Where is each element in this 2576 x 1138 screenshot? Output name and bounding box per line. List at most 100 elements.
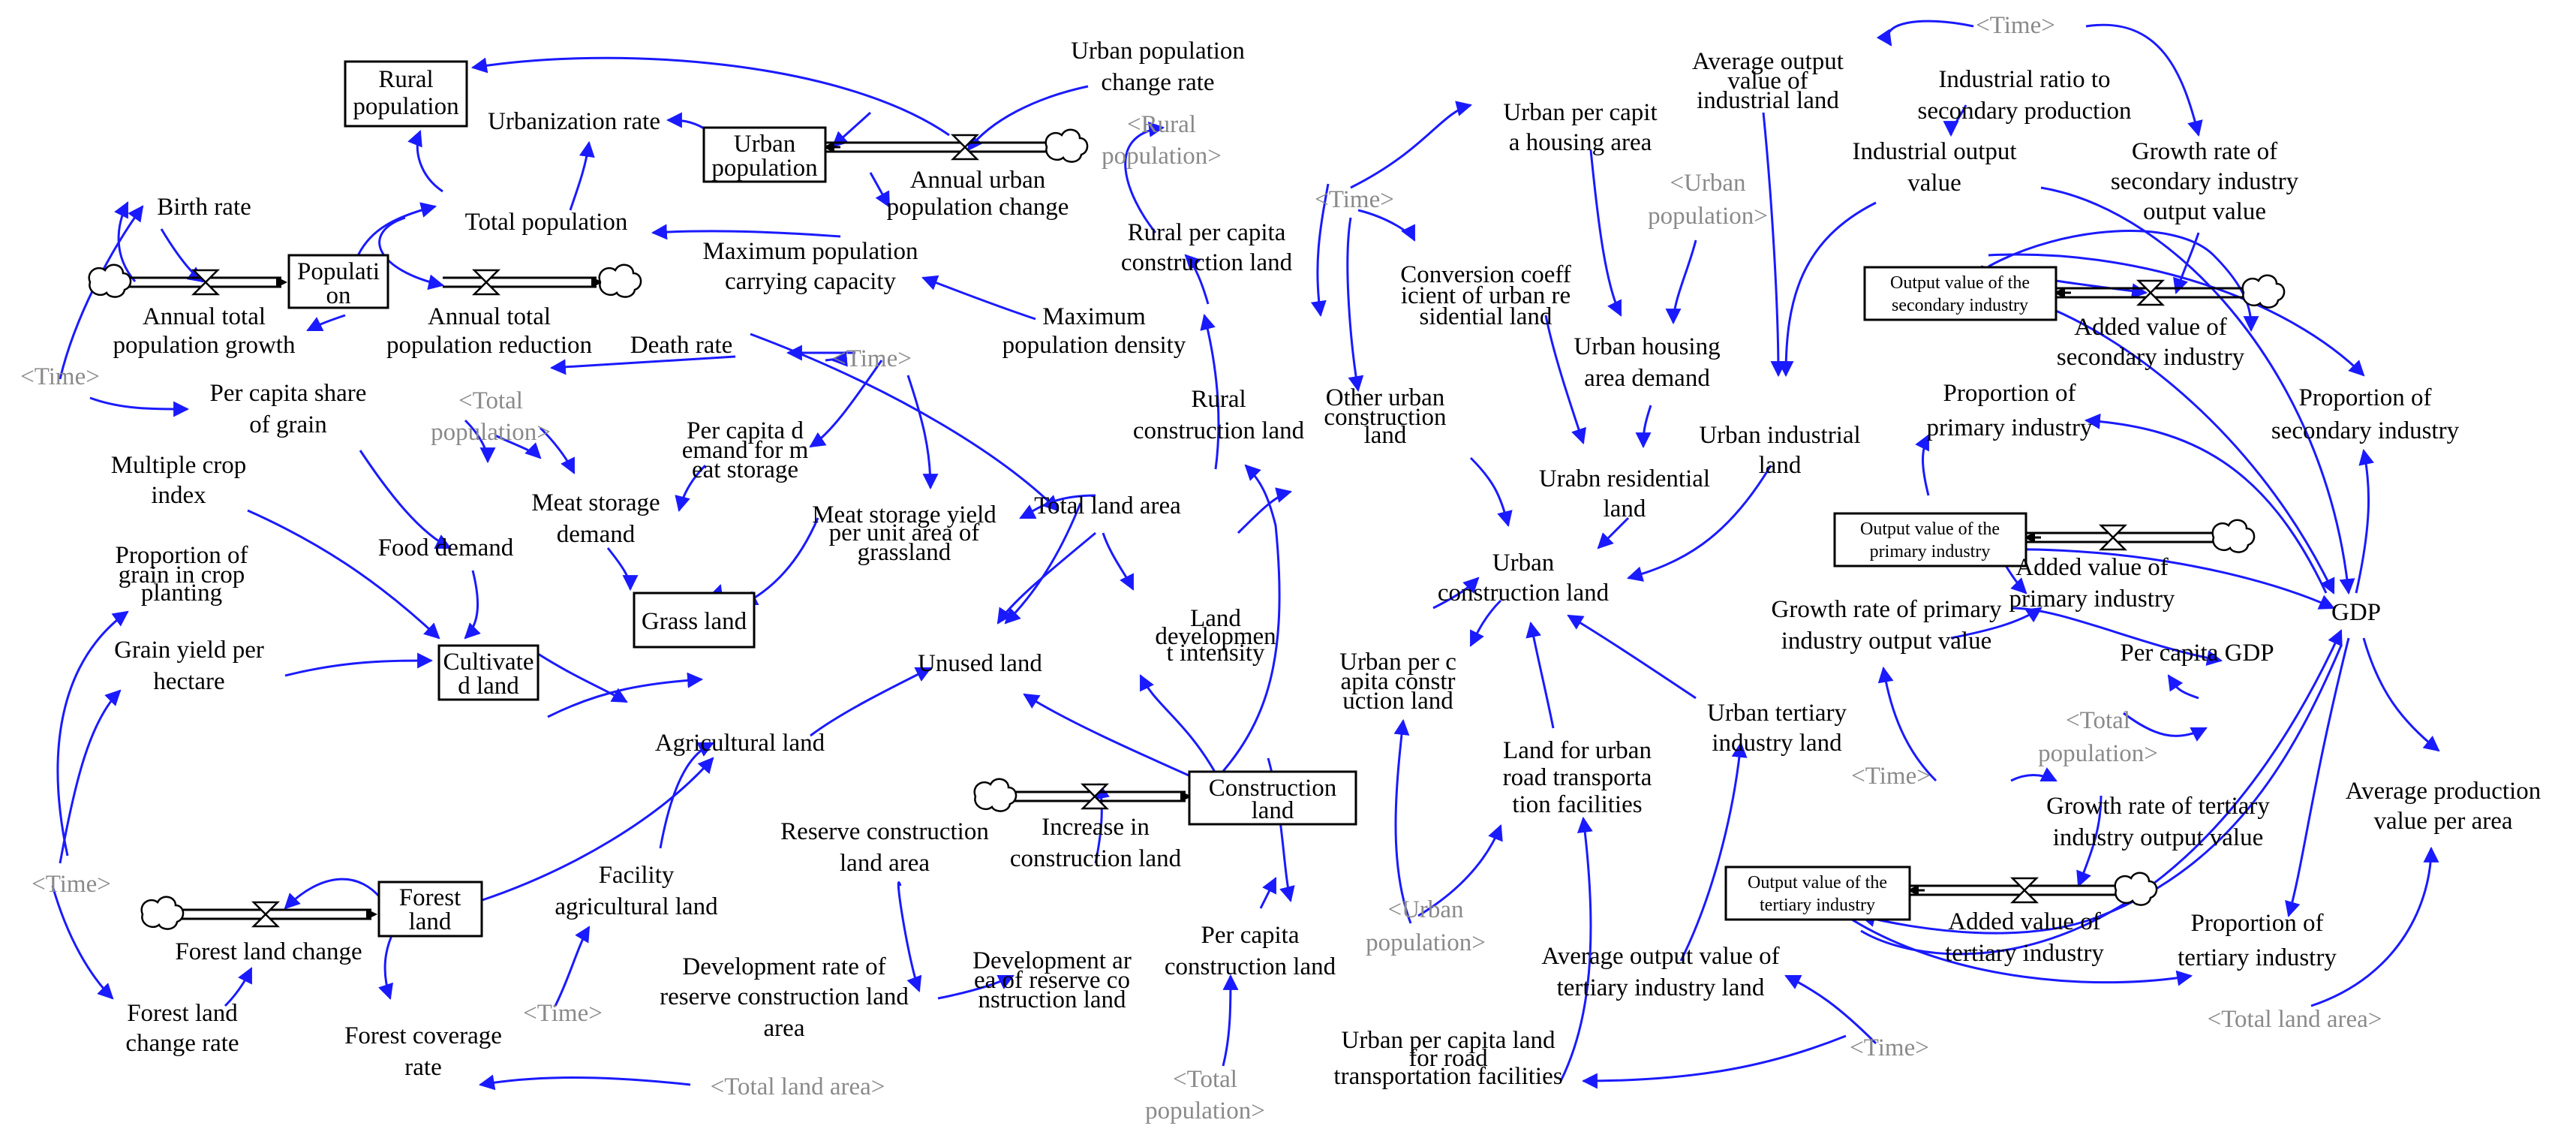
var-food-demand: Food demand [378,534,514,561]
valve-icon [2136,279,2166,306]
var-unused-land: Unused land [918,650,1042,677]
valve-icon [2009,877,2039,904]
stock-grass-land: Grass land [642,608,747,635]
cloud-icon [2114,872,2158,906]
var-urbanization-rate: Urbanization rate [488,108,660,135]
shadow-time: <Time> [1976,12,2055,39]
shadow-time: <Time> [20,363,100,390]
source-sink-clouds [88,128,2286,930]
valve-icon [950,134,980,161]
cloud-icon [88,263,132,298]
var-agricultural-land: Agricultural land [655,730,825,757]
cloud-icon [140,896,185,930]
valve-icon [2098,524,2128,551]
valve-icon [251,901,281,928]
var-per-capita-gdp: Per capita GDP [2120,640,2274,667]
cloud-icon [1045,128,1089,163]
stock-boxes [287,60,2057,938]
var-total-population: Total population [465,209,628,236]
var-gdp: GDP [2331,599,2381,626]
shadow-total-land-area: <Total land area> [2208,1006,2382,1033]
cloud-icon [2241,274,2286,309]
shadow-time: <Time> [1851,763,1931,790]
var-death-rate: Death rate [630,332,733,359]
shadow-time: <Time> [1315,186,1394,213]
cloud-icon [973,778,1017,812]
shadow-time: <Time> [32,871,111,898]
flow-valves [191,134,2166,928]
shadow-total-land-area: <Total land area> [711,1073,885,1100]
valve-icon [1080,783,1110,810]
valve-icon [471,269,501,296]
shadow-time: <Time> [523,1000,603,1027]
causal-links [51,20,2440,1091]
valve-icon [191,269,221,296]
var-forest-land-change: Forest land change [175,938,362,965]
cloud-icon [2211,519,2256,553]
var-total-land-area: Total land area [1034,492,1181,519]
cloud-icon [598,263,642,298]
shadow-time: <Time> [832,345,912,372]
